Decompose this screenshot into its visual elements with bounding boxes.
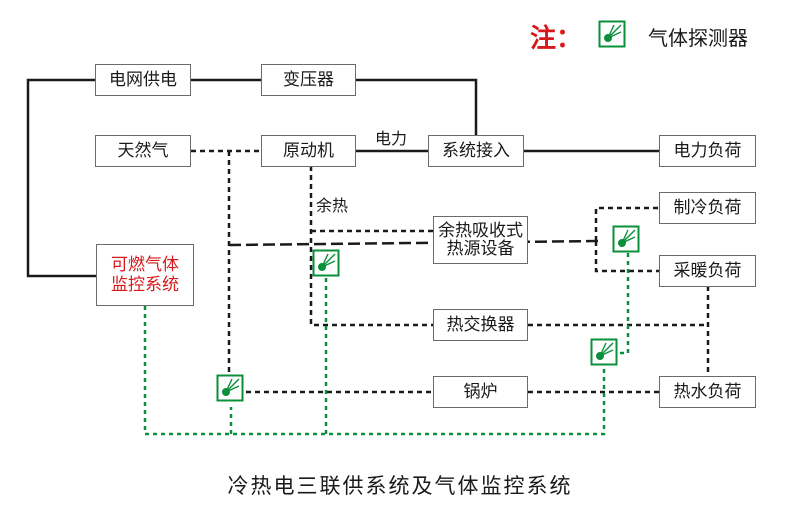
diagram-caption: 冷热电三联供系统及气体监控系统 bbox=[227, 474, 573, 498]
line-monitor-bus bbox=[143, 306, 606, 436]
gas-detector-icon bbox=[312, 249, 340, 277]
node-boiler: 锅炉 bbox=[433, 376, 528, 408]
legend-detector-label: 气体探测器 bbox=[648, 26, 748, 50]
node-gas-monitor-system: 可燃气体 监控系统 bbox=[96, 244, 194, 306]
line-transformer-to-access bbox=[356, 78, 478, 135]
node-heat-exchanger: 热交换器 bbox=[433, 309, 528, 341]
node-heating-load: 采暖负荷 bbox=[659, 255, 756, 287]
monitor-line2: 监控系统 bbox=[111, 275, 179, 295]
line-gas-pipe-absorption bbox=[228, 239, 601, 247]
edge-label-waste-heat: 余热 bbox=[316, 196, 349, 215]
node-transformer: 变压器 bbox=[261, 64, 356, 96]
node-natural-gas: 天然气 bbox=[95, 135, 191, 167]
node-prime-mover: 原动机 bbox=[261, 135, 356, 167]
legend-prefix: 注： bbox=[530, 24, 583, 54]
absorption-line2: 热源设备 bbox=[446, 239, 515, 259]
line-cooling-to-heating bbox=[594, 241, 659, 273]
gas-detector-icon bbox=[612, 225, 640, 253]
edge-label-power: 电力 bbox=[375, 129, 408, 148]
monitor-line1: 可燃气体 bbox=[111, 255, 179, 275]
node-power-load: 电力负荷 bbox=[659, 135, 756, 167]
node-cooling-load: 制冷负荷 bbox=[659, 192, 756, 224]
gas-detector-icon bbox=[216, 374, 244, 402]
line-absorption-to-cooling bbox=[594, 206, 659, 241]
legend-gas-detector-icon bbox=[598, 20, 626, 48]
gas-detector-icon bbox=[590, 338, 618, 366]
line-grid-to-monitor bbox=[26, 78, 96, 278]
absorption-line1: 余热吸收式 bbox=[438, 221, 523, 241]
node-hot-water-load: 热水负荷 bbox=[659, 376, 756, 408]
node-system-access: 系统接入 bbox=[428, 135, 524, 167]
node-absorption-device: 余热吸收式 热源设备 bbox=[433, 216, 528, 264]
node-grid-supply: 电网供电 bbox=[95, 64, 191, 96]
line-primemover-to-exchanger bbox=[309, 166, 433, 327]
